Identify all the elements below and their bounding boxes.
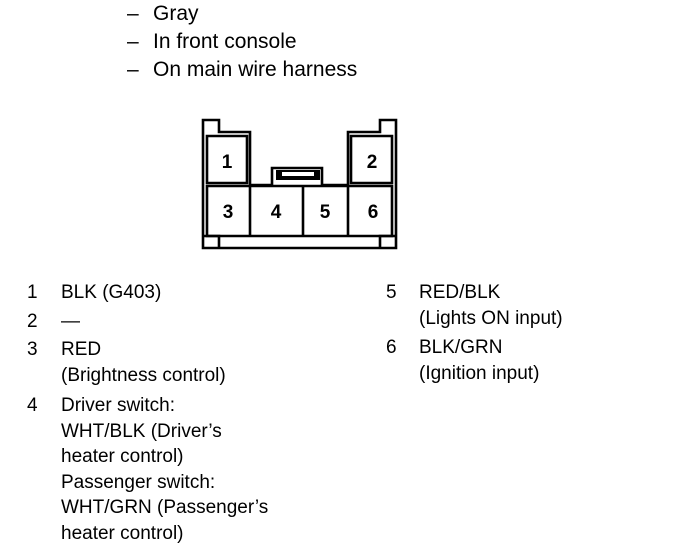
note-harness: –On main wire harness [127, 56, 357, 84]
wire-line: heater control) [61, 522, 184, 544]
pin-label-6: 6 [368, 202, 379, 223]
cavity-2-outline [349, 134, 394, 185]
wire-line: (Brightness control) [61, 364, 226, 386]
wire-description: Driver switch: WHT/BLK (Driver’s heater … [61, 393, 268, 546]
wire-description: — [61, 309, 80, 335]
pin-label-5: 5 [320, 202, 331, 223]
wire-description: RED (Brightness control) [61, 337, 226, 388]
pin-label-1: 1 [222, 152, 233, 173]
pin-label-3: 3 [223, 202, 234, 223]
lock-right [378, 234, 396, 248]
wire-description: BLK/GRN (Ignition input) [419, 335, 539, 386]
wire-pin-number: 5 [386, 282, 397, 303]
wire-line: WHT/BLK (Driver’s [61, 420, 222, 442]
wire-line: BLK/GRN [419, 337, 503, 358]
wire-line: heater control) [61, 446, 184, 467]
wire-pin-number: 3 [27, 339, 38, 360]
cavity-1-outline [205, 134, 249, 185]
note-text: In front console [153, 30, 297, 53]
wire-description: BLK (G403) [61, 280, 161, 306]
wire-line: (Ignition input) [419, 362, 540, 384]
wire-line: (Lights ON input) [419, 307, 563, 329]
connector-notes: –Gray –In front console –On main wire ha… [127, 0, 357, 84]
wire-line: Driver switch: [61, 395, 176, 416]
wire-line: WHT/GRN (Passenger’s [61, 497, 269, 518]
wire-line: RED/BLK [419, 282, 501, 303]
pin-label-4: 4 [271, 202, 282, 223]
note-color: –Gray [127, 0, 357, 28]
note-dash: – [127, 2, 139, 25]
wire-line: BLK (G403) [61, 282, 162, 303]
note-text: Gray [153, 2, 199, 25]
wire-description: RED/BLK (Lights ON input) [419, 280, 563, 331]
wire-pin-number: 6 [386, 337, 397, 358]
note-dash: – [127, 58, 139, 81]
wire-pin-number: 1 [27, 282, 38, 303]
note-location: –In front console [127, 28, 357, 56]
note-dash: – [127, 30, 139, 53]
lock-left [203, 234, 221, 248]
latch-tab-highlight [282, 172, 314, 176]
wire-line: RED [61, 339, 102, 360]
wire-line: — [61, 311, 80, 332]
note-text: On main wire harness [153, 58, 358, 81]
pin-label-2: 2 [367, 152, 378, 173]
wire-line: Passenger switch: [61, 471, 216, 493]
wire-pin-number: 4 [27, 395, 38, 416]
lower-row-outline [205, 184, 394, 238]
wire-pin-number: 2 [27, 311, 38, 332]
